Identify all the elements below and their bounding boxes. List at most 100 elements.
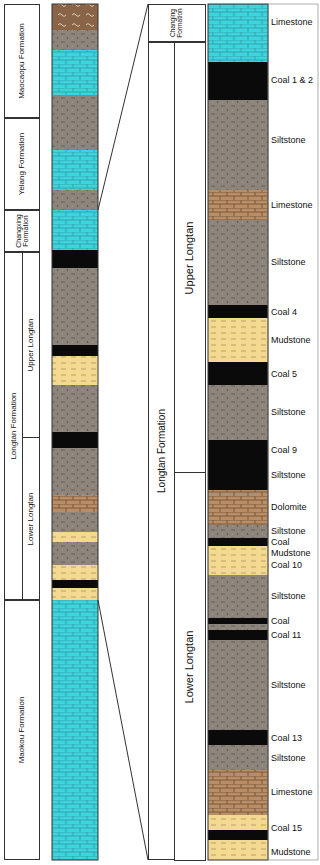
lithology-label: Coal 4 (271, 307, 318, 317)
lithology-label: Dolomite (271, 502, 318, 512)
formation-name: Upper Longtan (27, 255, 35, 435)
lithology-label: Siltstone (271, 470, 318, 480)
formation-band: Lower Longtan (174, 472, 206, 861)
rock-layer (208, 840, 268, 860)
formation-name: Changxing Formation (15, 213, 30, 249)
rock-layer (208, 624, 268, 630)
formation-band: Longtan Formation Upper LongtanLower Long… (4, 252, 40, 600)
lithology-label: Mudstone (271, 335, 318, 345)
formation-name: Upper Longtan (184, 45, 196, 470)
rock-layer (52, 150, 98, 190)
rock-layer (52, 432, 98, 448)
rock-layer (208, 745, 268, 770)
rock-layer (52, 4, 98, 30)
rock-layer (52, 190, 98, 210)
lithology-label: Coal 13 (271, 733, 318, 743)
label-strip: Upper Longtan (175, 43, 205, 472)
rock-layer (52, 495, 98, 512)
rock-layer (52, 600, 98, 860)
formation-name: Yelang Formation (18, 121, 26, 207)
lithology-label: Siltstone (271, 526, 318, 536)
lithology-label: Coal (271, 537, 318, 547)
lithology-label: Siltstone (271, 407, 318, 417)
rock-layer (208, 525, 268, 538)
formation-name: Lower Longtan (27, 440, 35, 597)
rock-layer (52, 345, 98, 356)
formation-band: Maokou Formation (4, 600, 40, 860)
formation-band: Upper Longtan (22, 252, 40, 438)
rock-layer (208, 318, 268, 362)
rock-layer (52, 385, 98, 432)
rock-layer (208, 4, 268, 62)
label-strip: Changing Formation (149, 5, 205, 41)
rock-layer (208, 100, 268, 190)
formation-name: Longtan Formation (156, 45, 167, 857)
rock-layer (52, 250, 98, 268)
lithology-label: Siltstone (271, 753, 318, 763)
lithology-label: Coal 10 (271, 560, 318, 570)
formation-band: Changxing Formation (4, 210, 40, 252)
lithology-label: Siltstone (271, 257, 318, 267)
rock-layer (208, 618, 268, 624)
formation-band: Lower Longtan (22, 437, 40, 600)
lithology-label: Siltstone (271, 591, 318, 601)
rock-layer (208, 362, 268, 385)
rock-layer (208, 815, 268, 830)
rock-layer (208, 220, 268, 305)
rock-layer (52, 542, 98, 565)
lithology-label: Coal (271, 616, 318, 626)
lithology-label: Limestone (271, 17, 318, 27)
label-strip: Lower Longtan (23, 438, 39, 599)
lithology-label: Mudstone (271, 847, 318, 857)
rock-layer (208, 830, 268, 840)
label-strip: Maokou Formation (5, 601, 39, 859)
formation-band: Maocaopu Formation (4, 4, 40, 118)
rock-layer (208, 640, 268, 730)
formation-band: Longtan Formation Upper LongtanLower Long… (148, 42, 206, 860)
formation-band: Yelang Formation (4, 118, 40, 210)
rock-layer (52, 565, 98, 580)
rock-layer (208, 385, 268, 440)
formation-name: Maocaopu Formation (18, 7, 26, 115)
lithology-label: Limestone (271, 200, 318, 210)
rock-layer (208, 538, 268, 546)
rock-layer (208, 305, 268, 318)
lithology-label: Siltstone (271, 135, 318, 145)
rock-layer (52, 588, 98, 600)
label-strip: Changxing Formation (5, 211, 39, 251)
label-strip: Upper Longtan (23, 253, 39, 437)
label-strip: Lower Longtan (175, 473, 205, 860)
rock-layer (52, 118, 98, 150)
formation-name: Lower Longtan (184, 475, 196, 858)
lithology-label: Siltstone (271, 680, 318, 690)
rock-layer (52, 95, 98, 118)
rock-layer (52, 356, 98, 385)
rock-layer (208, 770, 268, 815)
formation-band: Changing Formation (148, 4, 206, 42)
formation-name: Maokou Formation (18, 603, 26, 857)
rock-layer (52, 532, 98, 542)
formation-name: Longtan Formation (9, 255, 17, 597)
lithology-label: Mudstone (271, 548, 318, 558)
rock-layer (208, 630, 268, 640)
label-strip: Longtan Formation (5, 253, 22, 599)
rock-layer (208, 62, 268, 100)
rock-layer (52, 448, 98, 495)
rock-layer (52, 30, 98, 50)
rock-layer (208, 440, 268, 490)
rock-layer (208, 490, 268, 525)
rock-layer (208, 575, 268, 618)
label-strip: Maocaopu Formation (5, 5, 39, 117)
label-strip: Yelang Formation (5, 119, 39, 209)
lithology-label: Coal 15 (271, 823, 318, 833)
rock-layer (52, 580, 98, 588)
lithology-label: Coal 9 (271, 445, 318, 455)
label-strip: Longtan Formation (149, 43, 174, 859)
lithology-label: Limestone (271, 787, 318, 797)
lithology-label: Coal 1 & 2 (271, 75, 318, 85)
rock-layer (52, 512, 98, 532)
rock-layer (208, 190, 268, 220)
lithology-label: Coal 5 (271, 369, 318, 379)
rock-layer (52, 210, 98, 250)
rock-layer (52, 268, 98, 345)
